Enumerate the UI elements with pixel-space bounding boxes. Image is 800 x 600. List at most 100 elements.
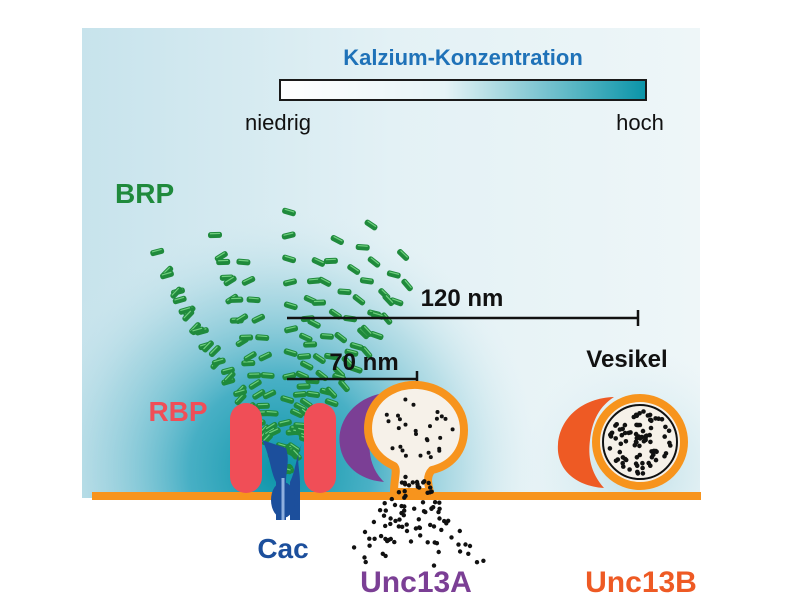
- neurotransmitter-dot: [640, 428, 646, 434]
- released-transmitter-dot: [362, 555, 367, 560]
- released-transmitter-dot: [427, 490, 433, 495]
- released-transmitter-dot: [388, 536, 393, 542]
- released-transmitter-dot: [431, 563, 437, 568]
- brp-segment: [337, 288, 352, 296]
- released-transmitter-dot: [437, 516, 442, 521]
- neurotransmitter-dot: [651, 452, 656, 458]
- neurotransmitter-dot: [397, 417, 402, 422]
- neurotransmitter-dot: [384, 412, 389, 417]
- distance-120nm-label: 120 nm: [421, 285, 504, 312]
- released-transmitter-dot: [385, 538, 390, 544]
- released-transmitter-dot: [444, 521, 449, 526]
- neurotransmitter-dot: [641, 409, 646, 414]
- neurotransmitter-dot: [426, 450, 431, 455]
- released-transmitter-dot: [396, 524, 401, 529]
- cac-channel: [262, 440, 304, 520]
- neurotransmitter-dot: [648, 439, 653, 445]
- released-transmitter-dot: [389, 496, 394, 502]
- released-transmitter-dot: [402, 508, 407, 513]
- brp-segment: [207, 231, 223, 239]
- released-transmitter-dot: [363, 559, 368, 565]
- neurotransmitter-dot: [620, 460, 625, 466]
- vesicle-label: Vesikel: [586, 346, 667, 373]
- released-transmitter-dot: [381, 513, 387, 518]
- released-transmitter-dot: [467, 543, 473, 549]
- released-transmitter-dot: [439, 527, 444, 533]
- neurotransmitter-dot: [437, 448, 442, 453]
- neurotransmitter-dot: [607, 446, 613, 451]
- neurotransmitter-dot: [403, 453, 408, 458]
- released-transmitter-dot: [416, 517, 421, 522]
- released-transmitter-dot: [404, 522, 409, 527]
- released-transmitter-dot: [402, 480, 407, 485]
- released-transmitter-dot: [457, 549, 463, 554]
- brp-label: BRP: [115, 178, 174, 209]
- released-transmitter-dot: [420, 500, 426, 505]
- neurotransmitter-dot: [633, 431, 639, 437]
- released-transmitter-dot: [388, 516, 393, 521]
- released-transmitter-dot: [456, 542, 461, 547]
- released-transmitter-dot: [412, 506, 417, 511]
- brp-segment: [239, 334, 254, 341]
- unc13b-label: Unc13B: [585, 566, 697, 599]
- released-transmitter-dot: [481, 558, 486, 563]
- neurotransmitter-dot: [635, 422, 641, 428]
- brp-segment: [311, 299, 327, 306]
- released-transmitter-dot: [415, 482, 420, 487]
- neurotransmitter-dot: [637, 452, 643, 458]
- released-transmitter-dot: [362, 529, 368, 535]
- neurotransmitter-dot: [627, 467, 632, 472]
- released-transmitter-dot: [377, 508, 383, 513]
- released-transmitter-dot: [425, 540, 430, 545]
- legend-low-label: niedrig: [245, 110, 311, 135]
- unc13b-protein: [557, 397, 614, 488]
- neurotransmitter-dot: [622, 430, 628, 436]
- docked-vesicle-contents: [607, 409, 673, 476]
- neurotransmitter-dot: [622, 422, 628, 428]
- neurotransmitter-dot: [637, 443, 642, 449]
- released-transmitter-dot: [380, 551, 385, 556]
- brp-segment: [319, 332, 335, 340]
- neurotransmitter-dot: [659, 417, 665, 422]
- released-transmitter-dot: [392, 539, 397, 545]
- released-transmitter-dot: [431, 524, 437, 529]
- brp-segment: [236, 258, 251, 266]
- neurotransmitter-dot: [656, 416, 661, 422]
- released-transmitter-dot: [421, 509, 427, 514]
- released-transmitter-dot: [428, 485, 433, 490]
- fusing-vesicle: [364, 380, 468, 496]
- unc13a-label: Unc13A: [360, 566, 472, 599]
- neurotransmitter-dot: [648, 425, 654, 431]
- released-transmitter-dot: [372, 536, 377, 541]
- released-transmitter-dot: [399, 503, 404, 509]
- neurotransmitter-dot: [649, 418, 654, 424]
- neurotransmitter-dot: [418, 453, 423, 458]
- neurotransmitter-dot: [439, 414, 444, 419]
- neurotransmitter-dot: [662, 453, 667, 459]
- neurotransmitter-dot: [398, 444, 403, 449]
- neurotransmitter-dot: [632, 442, 638, 448]
- neurotransmitter-dot: [413, 428, 418, 433]
- released-transmitter-dot: [383, 508, 388, 513]
- released-transmitter-dot: [463, 542, 468, 547]
- released-transmitter-dot: [371, 519, 377, 525]
- neurotransmitter-dot: [621, 464, 626, 469]
- neurotransmitter-dot: [396, 426, 401, 431]
- neurotransmitter-dot: [425, 438, 430, 443]
- legend-title: Kalzium-Konzentration: [343, 45, 583, 70]
- brp-segment: [264, 409, 279, 417]
- released-transmitter-dot: [418, 533, 423, 538]
- released-neurotransmitter: [351, 474, 486, 568]
- brp-segment: [246, 296, 261, 304]
- released-transmitter-dot: [403, 474, 408, 480]
- released-transmitter-dot: [449, 535, 454, 540]
- neurotransmitter-dot: [623, 439, 629, 444]
- docked-vesicle-inner-ring: [602, 404, 678, 480]
- released-transmitter-dot: [393, 518, 398, 524]
- neurotransmitter-dot: [617, 449, 623, 455]
- neurotransmitter-dot: [434, 416, 439, 421]
- neurotransmitter-dot: [662, 434, 667, 439]
- neurotransmitter-dot: [635, 471, 641, 476]
- neurotransmitter-dot: [643, 437, 648, 443]
- released-transmitter-dot: [437, 500, 442, 505]
